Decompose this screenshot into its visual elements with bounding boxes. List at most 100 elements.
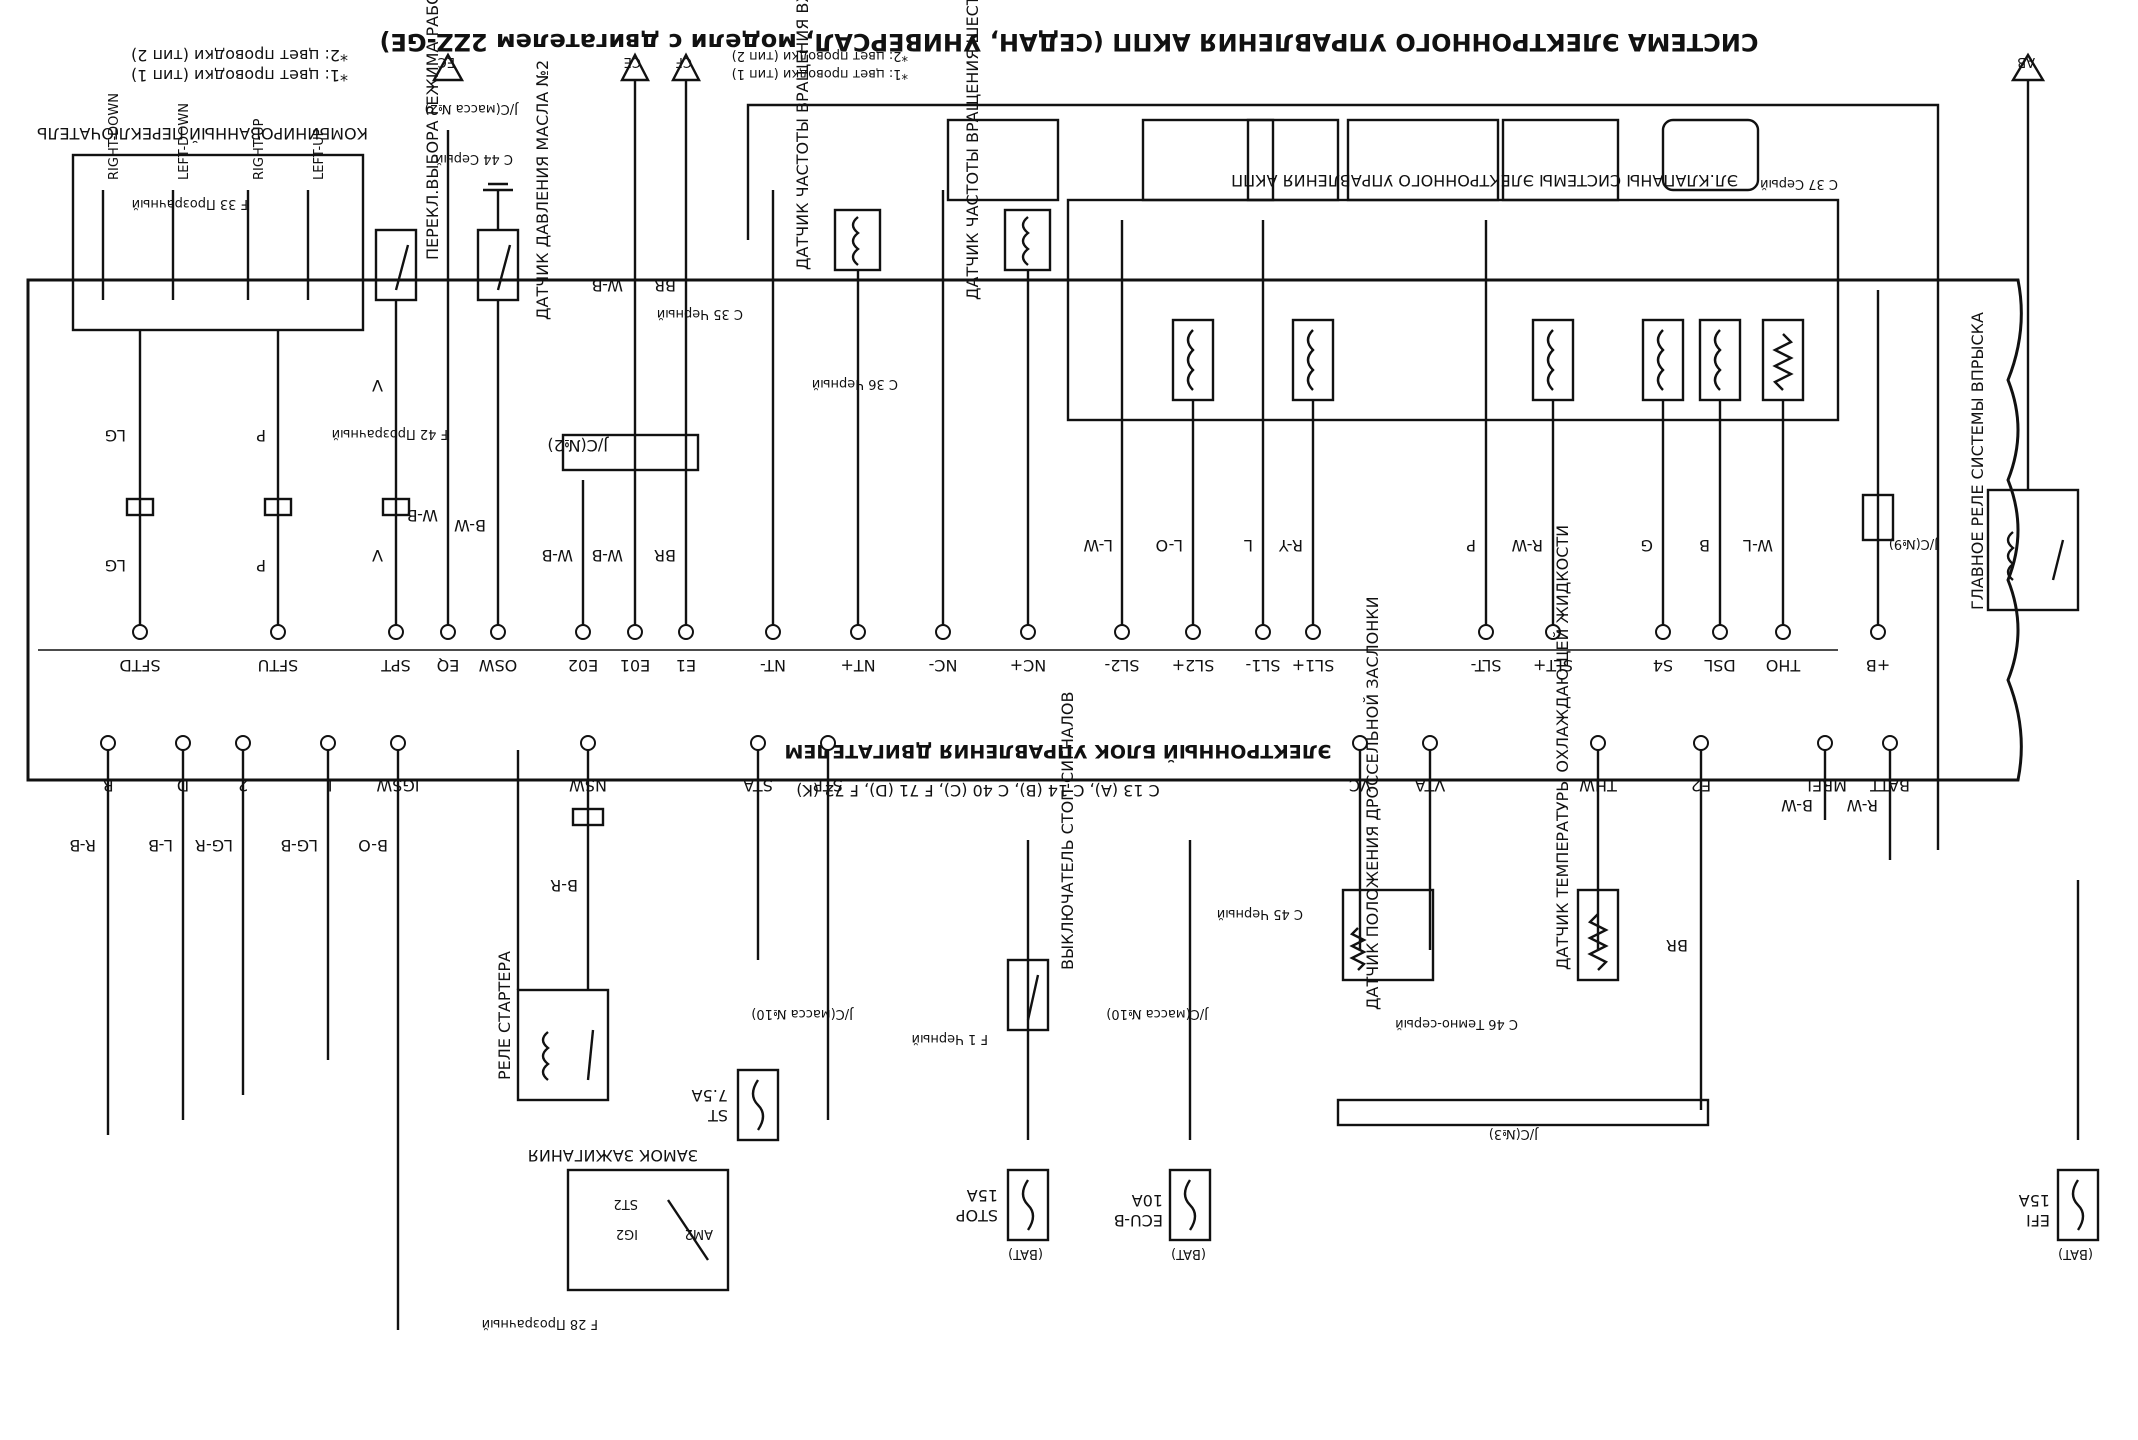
ecu-pin-osw: OSW	[479, 624, 518, 675]
mode-switch	[374, 228, 418, 302]
ecu-pin-s4: S4	[1653, 624, 1673, 675]
ecu-connectors: C 13 (A), C 14 (B), C 40 (C), F 71 (D), …	[796, 781, 1160, 800]
svg-text:L-B: L-B	[148, 836, 173, 855]
svg-text:DSL: DSL	[1704, 656, 1735, 675]
coolant-label: ДАТЧИК ТЕМПЕРАТУРЫ ОХЛАЖДАЮЩЕЙ ЖИДКОСТИ	[1553, 525, 1572, 970]
ecu-pin-e02: E02	[568, 624, 598, 675]
svg-text:EC: EC	[438, 54, 455, 69]
fuse-efi	[2056, 1168, 2100, 1242]
svg-text:CE: CE	[624, 54, 641, 69]
svg-text:P: P	[1466, 536, 1476, 555]
combo-switch-conn: F 33 Прозрачный	[132, 196, 248, 211]
svg-text:R-Y: R-Y	[1279, 536, 1303, 555]
solenoid-bank	[1066, 198, 1840, 625]
fuse-ecu-b	[1168, 1168, 1212, 1242]
svg-text:E01: E01	[620, 656, 650, 675]
stop-switch	[1006, 958, 1050, 1032]
ecu-pin-nc-minus: NC-	[929, 624, 958, 675]
ecu-pin-spt: SPT	[381, 624, 411, 675]
svg-text:LEFT-UP: LEFT-UP	[312, 128, 327, 180]
oil-pressure-switch	[476, 182, 520, 302]
ecu-pin-batt: BATT	[1870, 735, 1910, 795]
ecu-pin-e1: E1	[676, 624, 696, 675]
svg-text:V: V	[372, 376, 383, 395]
svg-text:W-B: W-B	[407, 506, 438, 525]
input-speed-conn: C 35 Черный	[657, 306, 743, 321]
throttle-label: ДАТЧИК ПОЛОЖЕНИЯ ДРОССЕЛЬНОЙ ЗАСЛОНКИ	[1363, 596, 1382, 1010]
combo-switch: LEFT-UP RIGHT-UP LEFT-DOWN RIGHT-DOWN	[71, 93, 365, 332]
ecu-pin-slt-minus: SLT-	[1471, 624, 1502, 675]
solenoid-bank-conn: C 37 Серый	[1760, 176, 1838, 191]
ecu-pin-nc-plus: NC+	[1010, 624, 1047, 675]
svg-text:V: V	[372, 546, 383, 565]
solenoid-bank-label: ЭЛ.КЛАПАНЫ СИСТЕМЫ ЭЛЕКТРОННОГО УПРАВЛЕН…	[1231, 171, 1738, 190]
ignition-switch	[566, 1168, 730, 1292]
svg-text:SPT: SPT	[381, 656, 411, 675]
ignition-term-am2: AM2	[685, 1226, 713, 1241]
jc-9-label: J/C(№9)	[1889, 536, 1939, 551]
fuse-st-name: ST	[708, 1106, 728, 1125]
note-type2-b: *2: цвет проводки (тип 2)	[732, 48, 908, 63]
svg-text:B-O: B-O	[358, 836, 388, 855]
ecu-pins-row-b: SFTD SFTU SPT EQ OSW E02 E01 E1 NT- NT+ …	[119, 624, 1890, 675]
svg-text:B-W: B-W	[454, 516, 486, 535]
coolant-conn: C 46 Темно-серый	[1395, 1016, 1518, 1031]
svg-text:SLT+: SLT+	[1533, 656, 1573, 675]
jc-2-label: J/C(№2)	[547, 436, 609, 455]
svg-text:OSW: OSW	[479, 656, 518, 675]
ecu-pin-sftd: SFTD	[119, 624, 161, 675]
svg-text:RIGHT-DOWN: RIGHT-DOWN	[107, 93, 122, 180]
ecu-label: ЭЛЕКТРОННЫЙ БЛОК УПРАВЛЕНИЯ ДВИГАТЕЛЕМ	[784, 740, 1331, 763]
svg-text:SFTU: SFTU	[258, 656, 299, 675]
ecu-pin-tho: THO	[1766, 624, 1801, 675]
svg-text:SFTD: SFTD	[119, 656, 160, 675]
svg-text:B-W: B-W	[1781, 796, 1813, 815]
svg-text:B-R: B-R	[550, 876, 578, 895]
throttle-conn: C 45 Черный	[1217, 906, 1303, 921]
svg-text:SLT-: SLT-	[1471, 656, 1502, 675]
ground-ce: CE	[620, 52, 650, 82]
ignition-term-ig2: IG2	[616, 1226, 638, 1241]
ecu-pin-plus-b: +B	[1866, 624, 1890, 675]
fuse-stop-src: (BAT)	[1008, 1246, 1043, 1261]
fuse-efi-src: (BAT)	[2058, 1246, 2093, 1261]
svg-text:NC-: NC-	[929, 656, 958, 675]
ignition-term-st2: ST2	[614, 1196, 638, 1211]
svg-text:P: P	[256, 426, 266, 445]
fuse-ecu-b-src: (BAT)	[1171, 1246, 1206, 1261]
fuse-st-rating: 7.5A	[692, 1086, 728, 1105]
starter-relay	[516, 988, 610, 1102]
ignition-switch-conn: F 28 Прозрачный	[482, 1316, 598, 1331]
svg-text:RIGHT-UP: RIGHT-UP	[252, 118, 267, 180]
combo-switch-label: КОМБИНИРОВАННЫЙ ПЕРЕКЛЮЧАТЕЛЬ	[37, 124, 368, 143]
svg-text:LG-B: LG-B	[281, 836, 319, 855]
mode-switch-label: ПЕРЕКЛ.ВЫБОРА РЕЖИМА РАБОТЫ АКПП	[423, 0, 442, 260]
fuse-stop-name: STOP	[955, 1206, 998, 1225]
svg-text:R-B: R-B	[69, 836, 96, 855]
svg-text:BR: BR	[654, 276, 676, 295]
svg-text:W-B: W-B	[542, 546, 573, 565]
coolant-sensor	[1576, 888, 1620, 982]
oil-pressure-label: ДАТЧИК ДАВЛЕНИЯ МАСЛА №2	[533, 60, 552, 320]
main-relay	[1986, 488, 2080, 612]
counter-speed-conn: C 36 Черный	[812, 376, 898, 391]
counter-speed-sensor	[1003, 208, 1052, 272]
counter-speed-label: ДАТЧИК ЧАСТОТЫ ВРАЩЕНИЯ ШЕСТЕРНИ ПРОМЕЖУ…	[963, 0, 982, 300]
svg-text:LG-R: LG-R	[195, 836, 233, 855]
svg-text:SL2-: SL2-	[1104, 656, 1139, 675]
fuse-efi-rating: 15A	[2019, 1191, 2050, 1210]
svg-text:R-W: R-W	[1846, 796, 1878, 815]
fuse-st	[736, 1068, 780, 1142]
svg-text:NT-: NT-	[760, 656, 786, 675]
svg-text:LG: LG	[105, 556, 126, 575]
svg-text:NC+: NC+	[1010, 656, 1047, 675]
throttle-sensor	[1341, 888, 1435, 982]
svg-text:S4: S4	[1653, 656, 1673, 675]
jc-gnd10-label-b: J/C(масса №10)	[1106, 1006, 1209, 1021]
note-type1-b: *1: цвет проводки (тип 1)	[732, 66, 908, 81]
svg-text:L-W: L-W	[1083, 536, 1113, 555]
mode-switch-conn: F 42 Прозрачный	[332, 426, 448, 441]
ignition-switch-label: ЗАМОК ЗАЖИГАНИЯ	[528, 1146, 698, 1165]
